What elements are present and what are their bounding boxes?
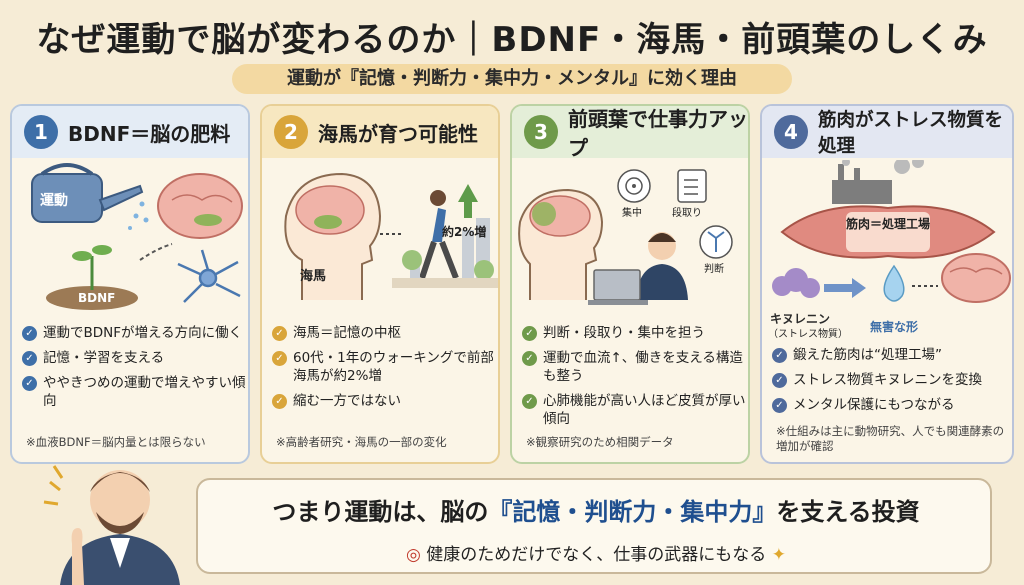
- summary-headline: つまり運動は、脳の『記憶・判断力・集中力』を支える投資: [272, 498, 920, 526]
- check-icon: ✓: [22, 376, 37, 391]
- sprout-icon: BDNF: [46, 245, 138, 310]
- svg-text:集中: 集中: [622, 206, 642, 219]
- bullet-item: ✓メンタル保護にもつながる: [772, 396, 1010, 414]
- check-icon: ✓: [522, 394, 537, 409]
- presenter-illustration: [43, 465, 180, 585]
- head-profile-icon: [518, 188, 604, 300]
- sparkle-icon: ✦: [771, 545, 786, 565]
- watering-can-icon: 運動: [31, 163, 144, 223]
- bullet-item: ✓海馬＝記憶の中枢: [272, 324, 496, 342]
- target-icon: ◎: [406, 545, 421, 565]
- summary-subline: ◎ 健康のためだけでなく、仕事の武器にもなる ✦: [406, 545, 786, 565]
- frontal-lobe-work-illustration: 集中 段取り 判断: [518, 169, 733, 305]
- up-arrow-icon: [458, 184, 478, 218]
- factory-icon: [832, 160, 924, 204]
- harmless-label: 無害な形: [870, 320, 919, 334]
- brain-icon: [941, 253, 1011, 303]
- check-icon: ✓: [272, 351, 287, 366]
- card-heading: 筋肉がストレス物質を処理: [818, 110, 1004, 157]
- bullet-item: ✓判断・段取り・集中を担う: [522, 324, 746, 342]
- footnote: ※高齢者研究・海馬の一部の変化: [276, 435, 447, 449]
- check-icon: ✓: [22, 326, 37, 341]
- check-icon: ✓: [272, 394, 287, 409]
- summary-box: つまり運動は、脳の『記憶・判断力・集中力』を支える投資 ◎ 健康のためだけでなく…: [196, 478, 992, 574]
- footnote: ※仕組みは主に動物研究、人でも関連酵素の増加が確認: [776, 424, 1005, 453]
- card-hippocampus: 2 海馬が育つ可能性 海馬 約2%増 ✓海馬＝記憶の中枢 ✓60代・1年のウォー…: [260, 104, 500, 464]
- increase-label: 約2%増: [442, 224, 486, 239]
- neuron-icon: [177, 249, 241, 303]
- tree-icon: [402, 250, 494, 280]
- bullet-item: ✓鍛えた筋肉は“処理工場”: [772, 346, 1010, 364]
- watering-brain-illustration: 運動 BDNF: [31, 163, 243, 310]
- check-icon: ✓: [522, 351, 537, 366]
- svg-text:運動: 運動: [40, 192, 68, 209]
- svg-text:BDNF: BDNF: [78, 291, 115, 305]
- speech-lines-icon: [43, 465, 64, 506]
- bullet-item: ✓60代・1年のウォーキングで前部海馬が約2%増: [272, 349, 496, 385]
- muscle-icon: [780, 205, 996, 259]
- subtitle: 運動が『記憶・判断力・集中力・メンタル』に効く理由: [232, 64, 792, 94]
- footnote: ※観察研究のため相関データ: [526, 435, 674, 449]
- walking-hippocampus-illustration: 海馬 約2%増: [284, 172, 498, 300]
- water-drop-icon: [883, 264, 905, 302]
- bullet-item: ✓運動でBDNFが増える方向に働く: [22, 324, 246, 342]
- bullet-item: ✓記憶・学習を支える: [22, 349, 246, 367]
- water-drops-icon: [128, 201, 149, 230]
- businessman-icon: [636, 232, 688, 300]
- bullet-item: ✓縮む一方ではない: [272, 392, 496, 410]
- laptop-icon: [588, 269, 648, 305]
- check-icon: ✓: [272, 326, 287, 341]
- head-profile-icon: [284, 172, 382, 300]
- page-title: なぜ運動で脳が変わるのか｜BDNF・海馬・前頭葉のしくみ: [36, 20, 988, 60]
- card-heading: BDNF＝脳の肥料: [68, 121, 231, 146]
- bullet-list: ✓鍛えた筋肉は“処理工場” ✓ストレス物質キヌレニンを変換 ✓メンタル保護にもつ…: [772, 346, 1010, 421]
- checklist-icon: 段取り: [672, 169, 707, 219]
- card-header: 1 BDNF＝脳の肥料: [12, 106, 248, 158]
- kynurenine-label: キヌレニン: [770, 312, 831, 326]
- face: [90, 470, 150, 530]
- stress-label: （ストレス物質）: [768, 329, 848, 340]
- arrow-icon: [139, 243, 173, 261]
- check-icon: ✓: [772, 373, 787, 388]
- beard: [96, 512, 144, 534]
- decision-icon: 判断: [699, 225, 733, 275]
- brain-icon: [157, 173, 243, 239]
- card-muscle: 4 筋肉がストレス物質を処理 筋肉＝処理工場 キヌレニン （ストレス物質） 無害…: [760, 104, 1014, 464]
- card-heading: 前頭葉で仕事力アップ: [568, 107, 748, 160]
- bullet-list: ✓判断・段取り・集中を担う ✓運動で血流↑、働きを支える構造も整う ✓心肺機能が…: [522, 324, 746, 435]
- card-number-badge: 4: [774, 115, 808, 149]
- bullet-item: ✓ストレス物質キヌレニンを変換: [772, 371, 1010, 389]
- footnote: ※血液BDNF＝脳内量とは限らない: [26, 435, 206, 449]
- hippocampus-label: 海馬: [300, 268, 326, 284]
- svg-text:段取り: 段取り: [672, 206, 702, 219]
- svg-text:判断: 判断: [704, 262, 724, 275]
- ground: [392, 278, 498, 288]
- bullet-item: ✓ややきつめの運動で増えやすい傾向: [22, 374, 246, 410]
- check-icon: ✓: [22, 351, 37, 366]
- check-icon: ✓: [772, 398, 787, 413]
- card-header: 2 海馬が育つ可能性: [262, 106, 498, 158]
- card-frontal-lobe: 3 前頭葉で仕事力アップ 集中 段取り 判断: [510, 104, 750, 464]
- raised-hand: [71, 528, 84, 585]
- bullet-list: ✓海馬＝記憶の中枢 ✓60代・1年のウォーキングで前部海馬が約2%増 ✓縮む一方…: [272, 324, 496, 417]
- card-number-badge: 3: [524, 115, 558, 149]
- check-icon: ✓: [522, 326, 537, 341]
- card-header: 4 筋肉がストレス物質を処理: [762, 106, 1012, 158]
- card-number-badge: 1: [24, 115, 58, 149]
- card-number-badge: 2: [274, 115, 308, 149]
- card-heading: 海馬が育つ可能性: [318, 121, 478, 146]
- card-header: 3 前頭葉で仕事力アップ: [512, 106, 748, 160]
- bullet-item: ✓心肺機能が高い人ほど皮質が厚い傾向: [522, 392, 746, 428]
- right-arrow-icon: [824, 278, 866, 298]
- stress-cloud-icon: [772, 268, 820, 298]
- muscle-label: 筋肉＝処理工場: [845, 216, 930, 231]
- card-bdnf: 1 BDNF＝脳の肥料 運動 BDNF ✓運: [10, 104, 250, 464]
- target-icon: 集中: [617, 169, 651, 219]
- hair: [90, 472, 150, 492]
- bullet-item: ✓運動で血流↑、働きを支える構造も整う: [522, 349, 746, 385]
- check-icon: ✓: [772, 348, 787, 363]
- walking-person-icon: [419, 190, 459, 280]
- bullet-list: ✓運動でBDNFが増える方向に働く ✓記憶・学習を支える ✓ややきつめの運動で増…: [22, 324, 246, 417]
- muscle-factory-illustration: 筋肉＝処理工場: [772, 160, 1011, 303]
